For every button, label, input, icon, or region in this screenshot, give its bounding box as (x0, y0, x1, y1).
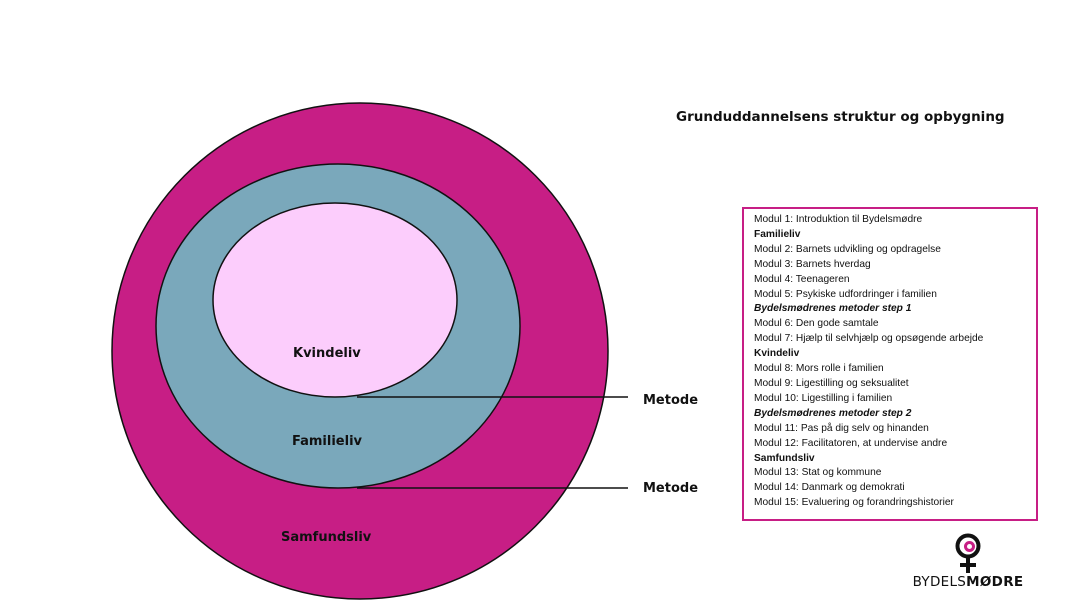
module-method-heading: Bydelsmødrenes metoder step 2 (754, 407, 912, 419)
module-list-item: Modul 2: Barnets udvikling og opdragelse (754, 243, 941, 255)
module-section-heading: Familieliv (754, 228, 801, 240)
logo-text-bold: MØDRE (966, 574, 1024, 590)
module-list-item: Modul 5: Psykiske udfordringer i familie… (754, 288, 937, 300)
module-section-heading: Kvindeliv (754, 348, 800, 360)
module-list-item: Modul 3: Barnets hverdag (754, 258, 871, 270)
module-list-item: Modul 15: Evaluering og forandringshisto… (754, 497, 954, 509)
page-title: Grunduddannelsens struktur og opbygning (676, 109, 1005, 125)
module-list-item: Modul 9: Ligestilling og seksualitet (754, 377, 909, 389)
inner-circle-kvindeliv (212, 202, 458, 398)
module-list-item: Modul 11: Pas på dig selv og hinanden (754, 422, 929, 434)
module-list-item: Modul 14: Danmark og demokrati (754, 482, 905, 494)
logo-text-light: BYDELS (912, 574, 967, 590)
logo-wordmark: BYDELSMØDRE (906, 574, 1030, 590)
module-list-item: Modul 1: Introduktion til Bydelsmødre (754, 214, 923, 225)
connector-label-metode-1: Metode (643, 393, 698, 408)
module-list-item: Modul 8: Mors rolle i familien (754, 363, 884, 375)
module-list-item: Modul 6: Den gode samtale (754, 318, 879, 330)
ring-label-samfundsliv: Samfundsliv (281, 530, 372, 545)
bydelsmodre-venus-icon (955, 533, 981, 573)
ring-label-kvindeliv: Kvindeliv (293, 346, 361, 361)
ring-label-familieliv: Familieliv (292, 434, 363, 449)
bydelsmodre-logo: BYDELSMØDRE (906, 533, 1030, 593)
module-list-item: Modul 13: Stat og kommune (754, 467, 882, 479)
module-list-item: Modul 7: Hjælp til selvhjælp og opsøgend… (754, 333, 984, 345)
module-list-item: Modul 12: Facilitatoren, at undervise an… (754, 437, 948, 449)
module-section-heading: Samfundsliv (754, 452, 815, 464)
connector-label-metode-2: Metode (643, 481, 698, 496)
module-method-heading: Bydelsmødrenes metoder step 1 (754, 303, 912, 315)
module-list-item: Modul 4: Teenageren (754, 273, 850, 285)
module-list-item: Modul 10: Ligestilling i familien (754, 392, 893, 404)
